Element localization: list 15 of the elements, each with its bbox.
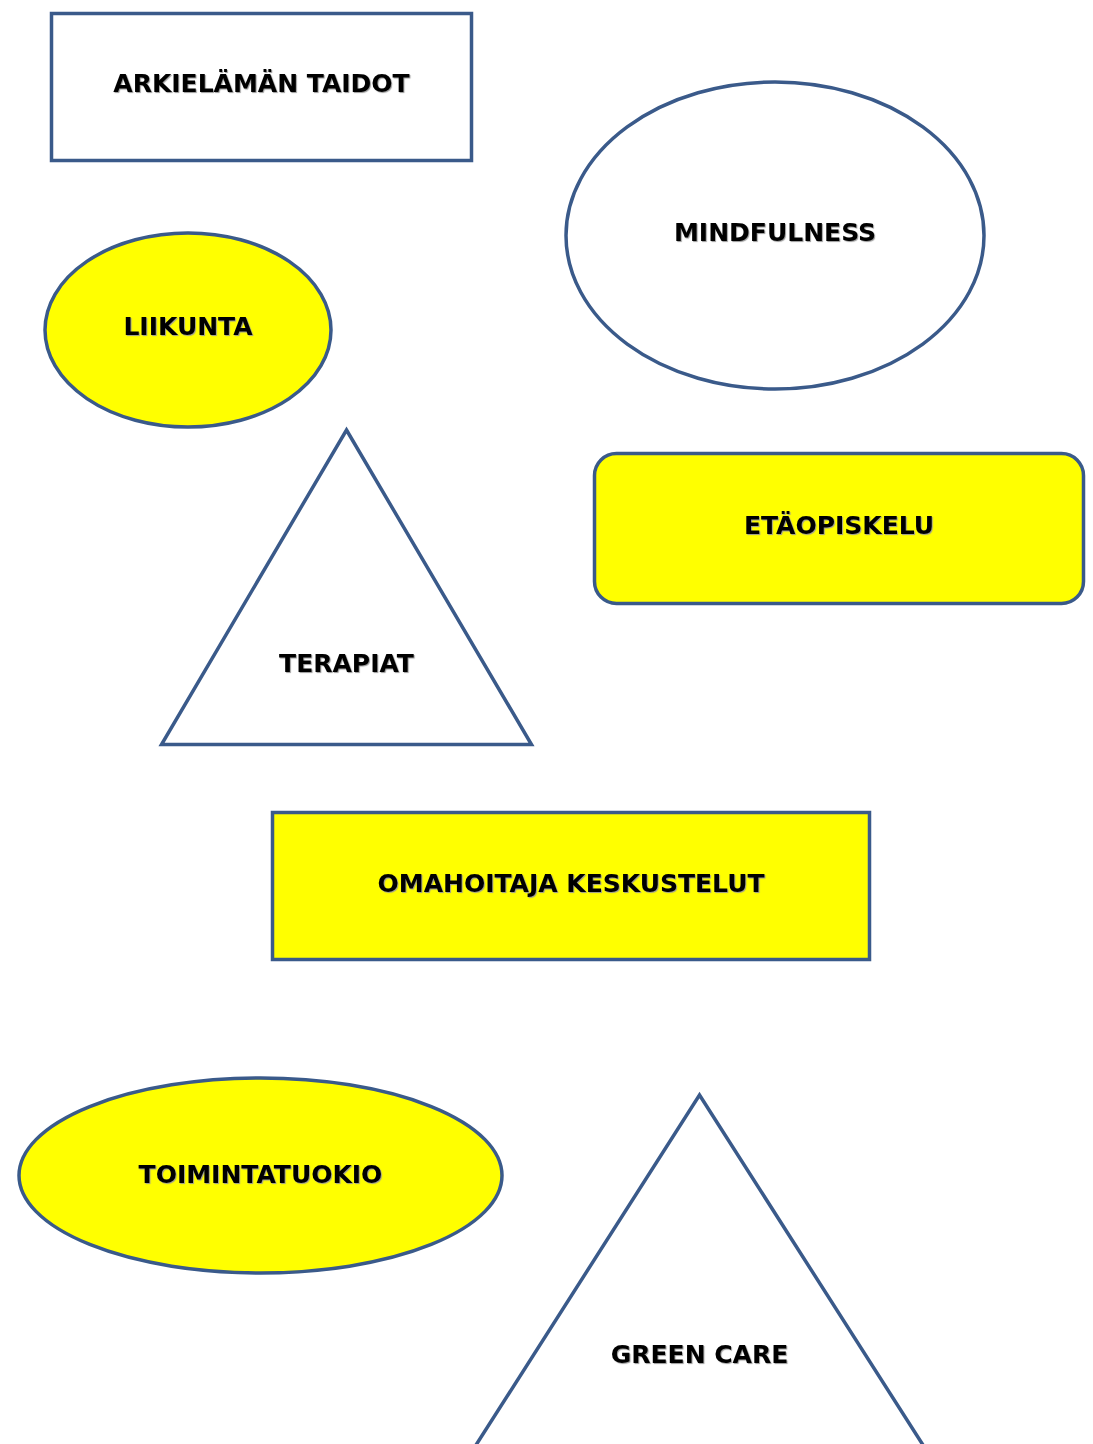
ellipse-shape: [43, 231, 333, 429]
shape-label: ETÄOPISKELU: [743, 510, 935, 540]
shape-label: OMAHOITAJA KESKUSTELUT: [377, 868, 765, 898]
rectangle-box: [271, 811, 871, 961]
rectangle-box: [50, 12, 473, 162]
rounded-box: [593, 452, 1085, 605]
shape-label: GREEN CARE: [610, 1339, 789, 1369]
shape-label: LIIKUNTA: [123, 311, 253, 341]
shape-label: TERAPIAT: [279, 648, 414, 678]
ellipse-shape: [564, 80, 986, 391]
shape-label: MINDFULNESS: [673, 217, 877, 247]
shape-label: TOIMINTATUOKIO: [138, 1159, 383, 1188]
ellipse-shape: [17, 1076, 504, 1275]
shape-label: ARKIELÄMÄN TAIDOT: [113, 68, 410, 97]
triangle-shape: [160, 428, 533, 746]
